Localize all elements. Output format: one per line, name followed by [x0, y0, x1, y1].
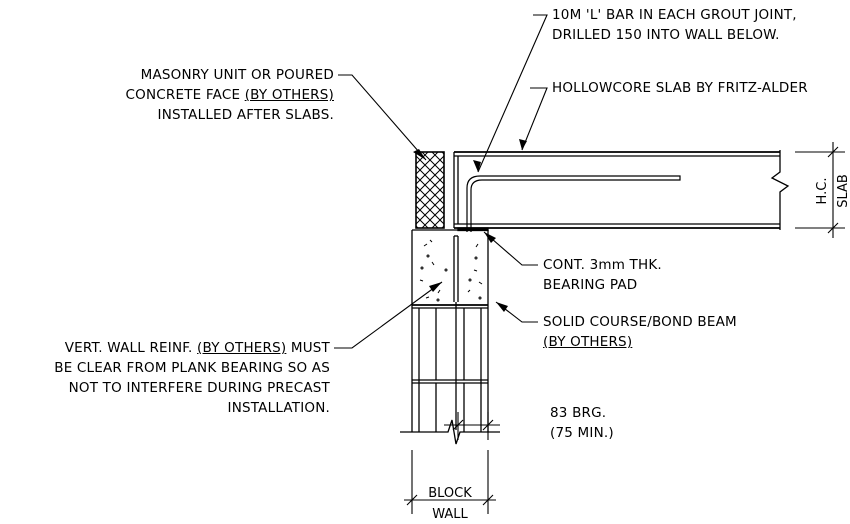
note-vert-reinf-line4: INSTALLATION.	[227, 400, 330, 416]
note-hollowcore: HOLLOWCORE SLAB BY FRITZ-ALDER	[552, 78, 808, 98]
block-dim-text-2: WALL	[432, 507, 468, 522]
note-bearing: 83 BRG. (75 MIN.)	[550, 403, 614, 443]
note-bond-beam: SOLID COURSE/BOND BEAM (BY OTHERS)	[543, 312, 737, 352]
slab-dim-text-1: H.C.	[815, 178, 830, 205]
note-vert-reinf-line1-post: MUST	[286, 340, 330, 356]
note-bearing-pad-line1: CONT. 3mm THK.	[543, 257, 662, 273]
note-bearing-pad: CONT. 3mm THK. BEARING PAD	[543, 255, 662, 295]
note-masonry-line3: INSTALLED AFTER SLABS.	[157, 107, 334, 123]
note-l-bar-line2: DRILLED 150 INTO WALL BELOW.	[552, 27, 780, 43]
note-bond-beam-by-others: (BY OTHERS)	[543, 334, 633, 350]
note-vert-reinf-line2: BE CLEAR FROM PLANK BEARING SO AS	[54, 360, 330, 376]
slab-depth-dimension	[795, 142, 845, 238]
note-l-bar: 10M 'L' BAR IN EACH GROUT JOINT, DRILLED…	[552, 5, 797, 45]
leader-lines	[334, 14, 548, 349]
note-l-bar-line1: 10M 'L' BAR IN EACH GROUT JOINT,	[552, 7, 797, 23]
note-hollowcore-line1: HOLLOWCORE SLAB BY FRITZ-ALDER	[552, 80, 808, 96]
note-masonry: MASONRY UNIT OR POURED CONCRETE FACE (BY…	[126, 65, 334, 125]
block-wall-dimension	[404, 450, 496, 514]
note-vert-reinf-line3: NOT TO INTERFERE DURING PRECAST	[68, 380, 330, 396]
hollowcore-slab	[453, 150, 790, 230]
note-bearing-line1: 83 BRG.	[550, 405, 607, 421]
note-bearing-line2: (75 MIN.)	[550, 425, 614, 441]
note-vert-reinf-by-others: (BY OTHERS)	[197, 340, 287, 356]
note-vert-reinf-line1-pre: VERT. WALL REINF.	[64, 340, 198, 356]
vertical-wall-reinforcement	[453, 235, 459, 430]
note-vert-reinf: VERT. WALL REINF. (BY OTHERS) MUST BE CL…	[54, 338, 330, 418]
block-dim-text-1: BLOCK	[428, 486, 472, 501]
note-bond-beam-line1: SOLID COURSE/BOND BEAM	[543, 314, 737, 330]
note-vert-reinf-line1: VERT. WALL REINF. (BY OTHERS) MUST	[54, 338, 330, 358]
bearing-dimension	[444, 412, 500, 440]
leader-arrowheads	[413, 139, 527, 312]
note-masonry-line2-pre: CONCRETE FACE	[125, 87, 245, 103]
masonry-face-unit	[415, 151, 445, 229]
bond-beam-concrete-stipple	[419, 239, 483, 302]
note-masonry-line2: CONCRETE FACE (BY OTHERS)	[126, 85, 334, 105]
note-masonry-line1: MASONRY UNIT OR POURED	[140, 67, 334, 83]
note-bearing-pad-line2: BEARING PAD	[543, 277, 638, 293]
note-masonry-by-others: (BY OTHERS)	[244, 87, 334, 103]
bearing-pad	[457, 227, 489, 232]
block-wall	[400, 229, 500, 445]
l-bar	[466, 175, 681, 232]
slab-dim-text-2: SLAB	[836, 174, 850, 208]
